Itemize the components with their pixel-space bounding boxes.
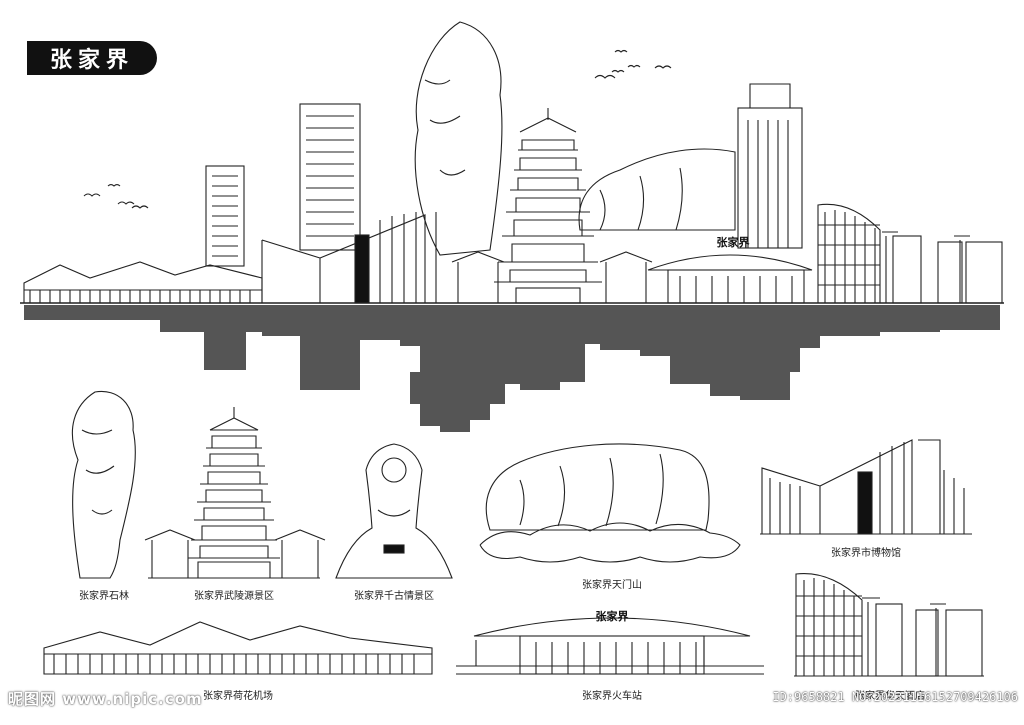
skyline-pagoda [451, 108, 653, 304]
skyline-sign: 张家界 [717, 235, 750, 249]
watermark-left: 昵图网 www.nipic.com [8, 690, 203, 708]
illus-hotel [794, 572, 984, 677]
illus-tianmen-mountain [479, 443, 741, 563]
illus-stone-forest [71, 390, 136, 579]
water-reflection [24, 305, 1000, 432]
skyline-mountain [578, 148, 736, 231]
skyline-airport [23, 261, 263, 304]
station-sign: 张家界 [596, 609, 629, 623]
illus-qiangu-statue [335, 443, 453, 579]
label-station: 张家界火车站 [582, 691, 642, 702]
illus-station [456, 617, 764, 675]
label-museum: 张家界市博物馆 [831, 548, 901, 559]
label-tianmen: 张家界天门山 [582, 580, 642, 591]
skyline-hotel-tower [737, 83, 803, 249]
birds-right [594, 49, 672, 79]
title-text: 张家界 [49, 48, 134, 73]
label-qiangu: 张家界千古情景区 [354, 591, 434, 602]
skyline-museum [261, 212, 437, 304]
skyline-station [647, 254, 813, 304]
illus-museum [760, 439, 972, 535]
label-stone-forest: 张家界石林 [79, 591, 129, 602]
label-hotel: 张家界华天酒店 [855, 691, 925, 702]
skyline-right-buildings [817, 203, 1003, 304]
birds-left [83, 183, 149, 209]
skyline-stone-pillar [414, 21, 503, 256]
title-badge: 张家界 [27, 41, 157, 75]
label-airport: 张家界荷花机场 [203, 691, 273, 702]
label-wulingyuan: 张家界武陵源景区 [194, 591, 274, 602]
watermark-right: ID:9658821 NO:20231116152709426106 [772, 690, 1018, 704]
illus-airport [43, 621, 433, 675]
skyline-tower-1 [205, 165, 245, 267]
illus-wulingyuan-pagoda [144, 407, 326, 579]
skyline-tower-2 [299, 103, 361, 251]
